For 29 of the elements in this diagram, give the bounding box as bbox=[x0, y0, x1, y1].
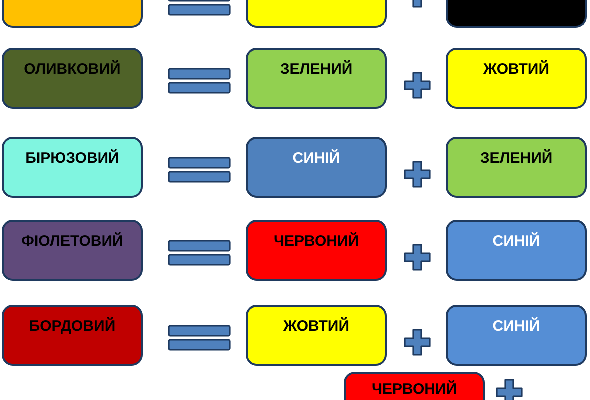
color-name-label: БІРЮЗОВИЙ bbox=[26, 150, 120, 168]
color-name-label: ОЛИВКОВИЙ bbox=[24, 61, 121, 79]
color-box bbox=[2, 305, 143, 366]
color-name-label: ЖОВТИЙ bbox=[283, 318, 350, 336]
color-box bbox=[446, 137, 587, 198]
color-box bbox=[446, 305, 587, 366]
color-name-label: СИНІЙ bbox=[492, 233, 540, 251]
color-box bbox=[446, 48, 587, 109]
color-box bbox=[246, 0, 387, 28]
color-box bbox=[446, 0, 587, 28]
color-box bbox=[246, 137, 387, 198]
color-box bbox=[2, 137, 143, 198]
color-box bbox=[246, 305, 387, 366]
color-box bbox=[2, 220, 143, 281]
color-name-label: ЖОВТИЙ bbox=[483, 61, 550, 79]
color-box bbox=[344, 372, 485, 400]
color-name-label: ФІОЛЕТОВИЙ bbox=[22, 233, 124, 251]
color-name-label: БОРДОВИЙ bbox=[29, 318, 116, 336]
color-box bbox=[246, 48, 387, 109]
color-box bbox=[446, 220, 587, 281]
color-name-label: ЧЕРВОНИЙ bbox=[372, 381, 458, 399]
color-name-label: СИНІЙ bbox=[492, 318, 540, 336]
color-name-label: ЗЕЛЕНИЙ bbox=[480, 150, 553, 168]
color-box bbox=[2, 48, 143, 109]
color-box bbox=[246, 220, 387, 281]
color-box bbox=[2, 0, 143, 28]
color-name-label: СИНІЙ bbox=[292, 150, 340, 168]
color-name-label: ЗЕЛЕНИЙ bbox=[280, 61, 353, 79]
color-name-label: ЧЕРВОНИЙ bbox=[274, 233, 360, 251]
